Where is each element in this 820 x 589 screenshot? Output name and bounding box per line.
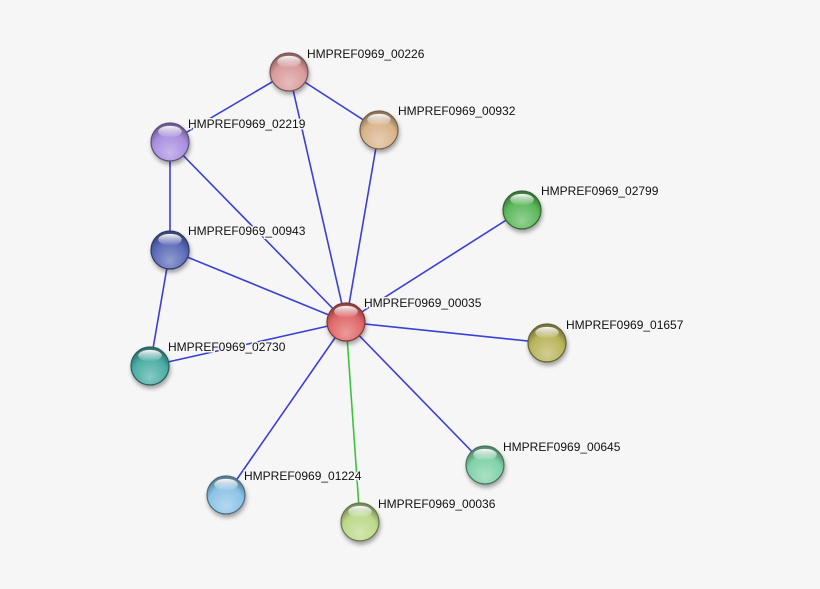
edge[interactable] <box>288 71 347 323</box>
edge[interactable] <box>225 321 347 496</box>
edge[interactable] <box>345 321 486 466</box>
node-hmpref0969_00932[interactable] <box>359 110 399 150</box>
edge[interactable] <box>345 129 380 323</box>
node-label[interactable]: HMPREF0969_01224 <box>243 468 364 485</box>
edge[interactable] <box>345 209 523 323</box>
node-label[interactable]: HMPREF0969_00036 <box>377 496 498 513</box>
node-label[interactable]: HMPREF0969_01657 <box>565 317 686 334</box>
node-layer <box>130 52 567 542</box>
label-layer: HMPREF0969_00226HMPREF0969_00932HMPREF09… <box>167 46 686 513</box>
node-highlight <box>334 305 358 318</box>
node-highlight <box>348 505 372 518</box>
node-highlight <box>367 113 391 126</box>
node-label[interactable]: HMPREF0969_00035 <box>363 295 484 312</box>
edge[interactable] <box>149 249 171 367</box>
node-label[interactable]: HMPREF0969_02799 <box>540 183 661 200</box>
node-hmpref0969_00036[interactable] <box>340 502 380 542</box>
node-hmpref0969_01657[interactable] <box>527 323 567 363</box>
edge[interactable] <box>345 321 548 344</box>
node-label[interactable]: HMPREF0969_00943 <box>187 223 308 240</box>
node-hmpref0969_02219[interactable] <box>150 122 190 162</box>
node-highlight <box>535 326 559 339</box>
node-highlight <box>158 233 182 246</box>
node-hmpref0969_00645[interactable] <box>465 445 505 485</box>
edge[interactable] <box>345 321 361 523</box>
node-label[interactable]: HMPREF0969_00645 <box>502 439 623 456</box>
node-hmpref0969_01224[interactable] <box>206 475 246 515</box>
node-highlight <box>277 55 301 68</box>
edge[interactable] <box>169 141 347 323</box>
node-hmpref0969_02730[interactable] <box>130 346 170 386</box>
node-hmpref0969_00943[interactable] <box>150 230 190 270</box>
node-highlight <box>138 349 162 362</box>
edge[interactable] <box>169 71 290 143</box>
node-hmpref0969_02799[interactable] <box>502 190 542 230</box>
node-hmpref0969_00226[interactable] <box>269 52 309 92</box>
node-highlight <box>510 193 534 206</box>
node-highlight <box>214 478 238 491</box>
node-highlight <box>158 125 182 138</box>
edge[interactable] <box>149 321 347 367</box>
node-label[interactable]: HMPREF0969_00932 <box>397 103 518 120</box>
edge-layer <box>149 71 548 523</box>
edge[interactable] <box>169 249 347 323</box>
node-label[interactable]: HMPREF0969_00226 <box>306 46 427 63</box>
node-highlight <box>473 448 497 461</box>
node-label[interactable]: HMPREF0969_02730 <box>167 339 288 356</box>
node-label[interactable]: HMPREF0969_02219 <box>187 116 308 133</box>
node-hmpref0969_00035[interactable] <box>326 302 366 342</box>
